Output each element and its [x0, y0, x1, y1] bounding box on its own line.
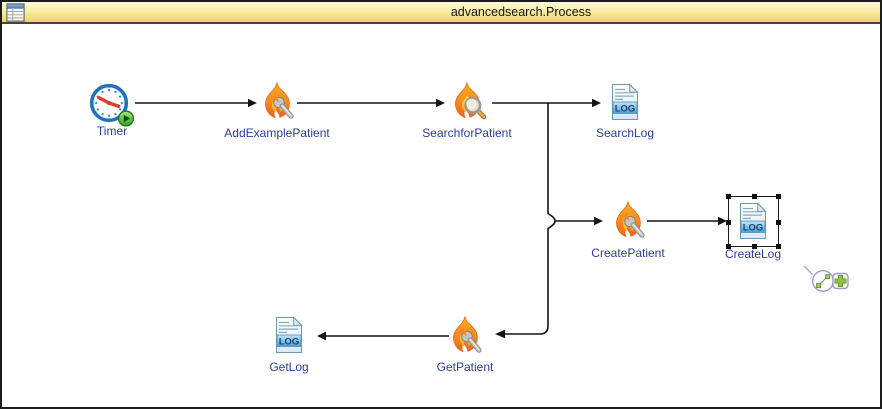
connectors-layer — [135, 98, 727, 341]
flame-wrench-icon — [453, 316, 482, 353]
selection-handle[interactable] — [776, 194, 781, 199]
selection-handle[interactable] — [726, 244, 731, 249]
selection-handle[interactable] — [776, 220, 781, 225]
node-label: GetLog — [269, 360, 309, 374]
node-getpatient[interactable]: GetPatient — [437, 315, 493, 374]
node-label: SearchLog — [595, 126, 655, 140]
node-getlog[interactable]: LOG GetLog — [269, 316, 309, 374]
wrench-overlay-icon — [271, 93, 294, 119]
transition-timer-addexamplepatient[interactable] — [135, 98, 257, 108]
transition-addexamplepatient-searchforpatient[interactable] — [297, 98, 445, 108]
create-transition-button[interactable] — [811, 269, 835, 293]
selection-handle[interactable] — [752, 194, 757, 199]
selection-handle[interactable] — [776, 244, 781, 249]
node-addexamplepatient[interactable]: AddExamplePatient — [224, 81, 330, 140]
add-activity-button[interactable] — [832, 272, 849, 290]
log-badge-text: LOG — [279, 336, 300, 347]
selection-box[interactable] — [726, 194, 781, 249]
transition-hint-line — [803, 265, 813, 275]
log-file-icon: LOG — [612, 83, 639, 120]
node-label: SearchforPatient — [422, 126, 512, 140]
selection-handle[interactable] — [726, 220, 731, 225]
node-label: GetPatient — [436, 360, 494, 374]
selection-handle[interactable] — [752, 244, 757, 249]
table-icon[interactable] — [6, 3, 25, 22]
title-bar: advancedsearch.Process — [2, 2, 880, 24]
log-badge-text: LOG — [615, 103, 636, 114]
transition-createpatient-createlog[interactable] — [647, 216, 727, 226]
node-searchforpatient[interactable]: SearchforPatient — [422, 81, 512, 140]
node-label: CreateLog — [724, 247, 782, 261]
wrench-overlay-icon — [459, 327, 482, 353]
log-file-icon: LOG — [276, 316, 303, 353]
node-createpatient[interactable]: CreatePatient — [591, 200, 665, 260]
node-label: CreatePatient — [591, 246, 665, 260]
process-canvas[interactable]: Timer AddExamplePatient — [2, 24, 880, 407]
transition-branch-createpatient[interactable] — [555, 216, 603, 226]
flame-magnifier-icon — [455, 82, 487, 120]
transition-searchforpatient-getpatient[interactable] — [495, 103, 556, 339]
magnifier-overlay-icon — [464, 96, 487, 120]
node-searchlog[interactable]: LOG SearchLog — [596, 83, 654, 140]
node-timer[interactable]: Timer — [89, 83, 135, 138]
flame-wrench-icon — [265, 82, 294, 119]
node-label: AddExamplePatient — [224, 126, 330, 140]
log-badge-text: LOG — [743, 222, 764, 233]
log-file-icon: LOG — [740, 202, 767, 239]
selection-handle[interactable] — [726, 194, 731, 199]
transition-searchforpatient-searchlog[interactable] — [492, 98, 601, 108]
node-createlog[interactable]: LOG CreateLog — [725, 202, 781, 261]
play-badge-icon — [117, 110, 135, 127]
window-title: advancedsearch.Process — [450, 5, 592, 19]
timer-clock-icon — [89, 83, 135, 127]
hover-tools — [803, 265, 849, 293]
flame-wrench-icon — [616, 201, 645, 238]
node-label: Timer — [96, 124, 128, 138]
transition-getpatient-getlog[interactable] — [317, 331, 449, 341]
wrench-overlay-icon — [622, 212, 645, 238]
